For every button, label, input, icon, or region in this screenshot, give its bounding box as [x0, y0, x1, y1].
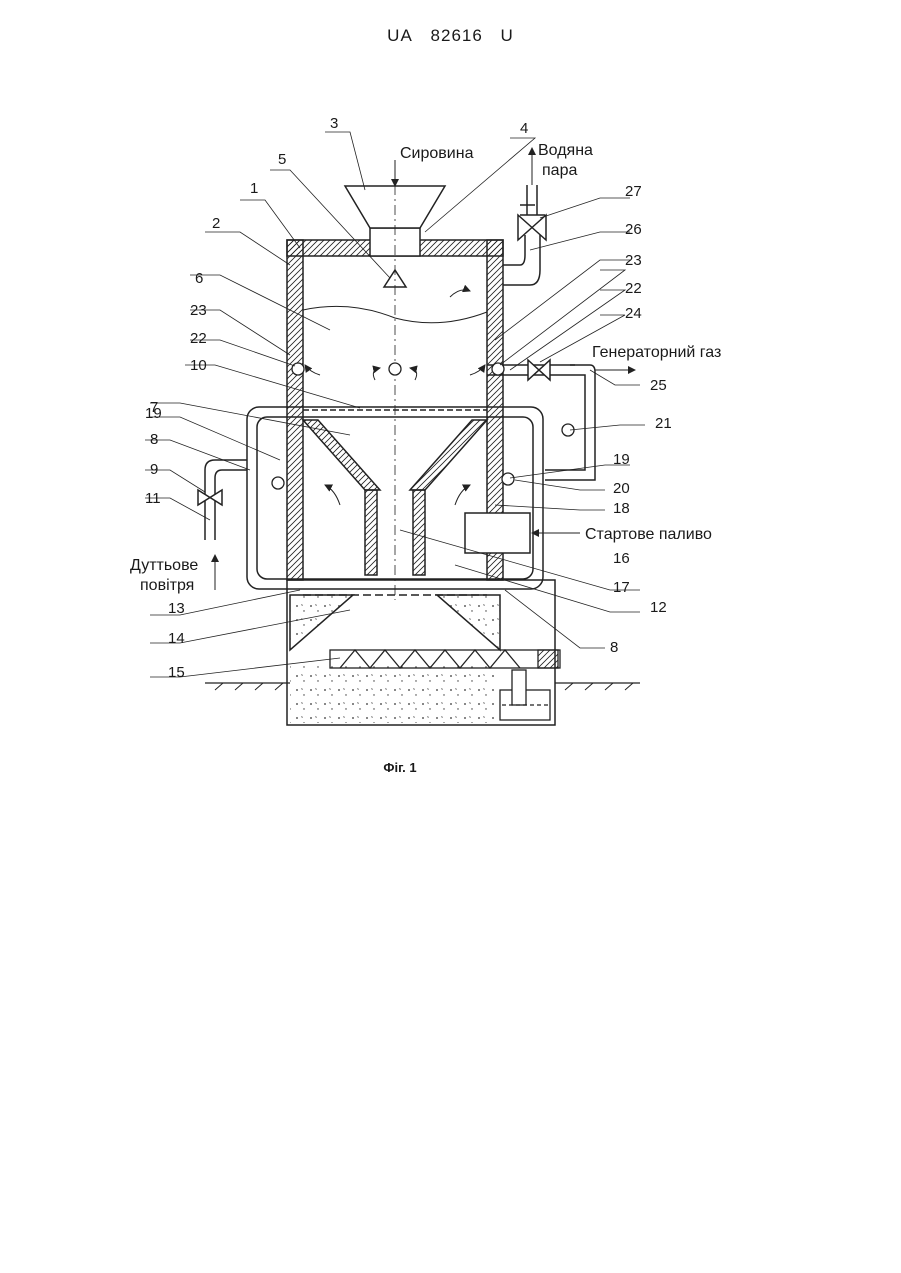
- part-number: 9: [150, 461, 158, 478]
- part-number: 24: [625, 305, 642, 322]
- part-number: 22: [190, 330, 207, 347]
- part-number: 11: [145, 490, 161, 507]
- raw-material-label: Сировина: [400, 145, 474, 162]
- starting-fuel-port: [465, 513, 530, 553]
- generator-gas-label: Генераторний газ: [592, 344, 721, 361]
- starting-fuel-label: Стартове паливо: [585, 526, 712, 543]
- part-number: 1: [250, 180, 258, 197]
- part-number: 17: [613, 579, 630, 596]
- part-number: 4: [520, 120, 528, 137]
- part-number: 13: [168, 600, 185, 617]
- part-number: 8: [610, 639, 618, 656]
- part-number: 21: [655, 415, 672, 432]
- water-seal: [500, 670, 550, 720]
- part-number: 20: [613, 480, 630, 497]
- part-number: 18: [613, 500, 630, 517]
- part-number: 14: [168, 630, 185, 647]
- part-number: 2: [212, 215, 220, 232]
- gas-valve: [528, 360, 550, 380]
- part-number: 27: [625, 183, 642, 200]
- air-inlet: [205, 460, 247, 540]
- part-number: 10: [190, 357, 207, 374]
- part-number: 23: [190, 302, 207, 319]
- part-number: 16: [613, 550, 630, 567]
- part-number: 3: [330, 115, 338, 132]
- part-number: 8: [150, 431, 158, 448]
- part-number: 19: [613, 451, 630, 468]
- part-number: 5: [278, 151, 286, 168]
- part-number: 26: [625, 221, 642, 238]
- blast-air-label-2: повітря: [140, 577, 194, 594]
- part-number: 23: [625, 252, 642, 269]
- part-number: 22: [625, 280, 642, 297]
- water-vapor-label-1: Водяна: [538, 142, 593, 159]
- steam-valve: [518, 215, 546, 240]
- figure-caption: Фіг. 1: [0, 760, 800, 775]
- air-valve: [198, 490, 222, 505]
- gasifier-drawing: Сировина Водяна пара Генераторний газ Ст…: [0, 0, 901, 800]
- part-number: 15: [168, 664, 185, 681]
- blast-air-label-1: Дуттьове: [130, 557, 198, 574]
- part-number: 25: [650, 377, 667, 394]
- part-number: 19: [145, 405, 162, 422]
- part-number: 6: [195, 270, 203, 287]
- part-number: 12: [650, 599, 667, 616]
- water-vapor-label-2: пара: [542, 162, 577, 179]
